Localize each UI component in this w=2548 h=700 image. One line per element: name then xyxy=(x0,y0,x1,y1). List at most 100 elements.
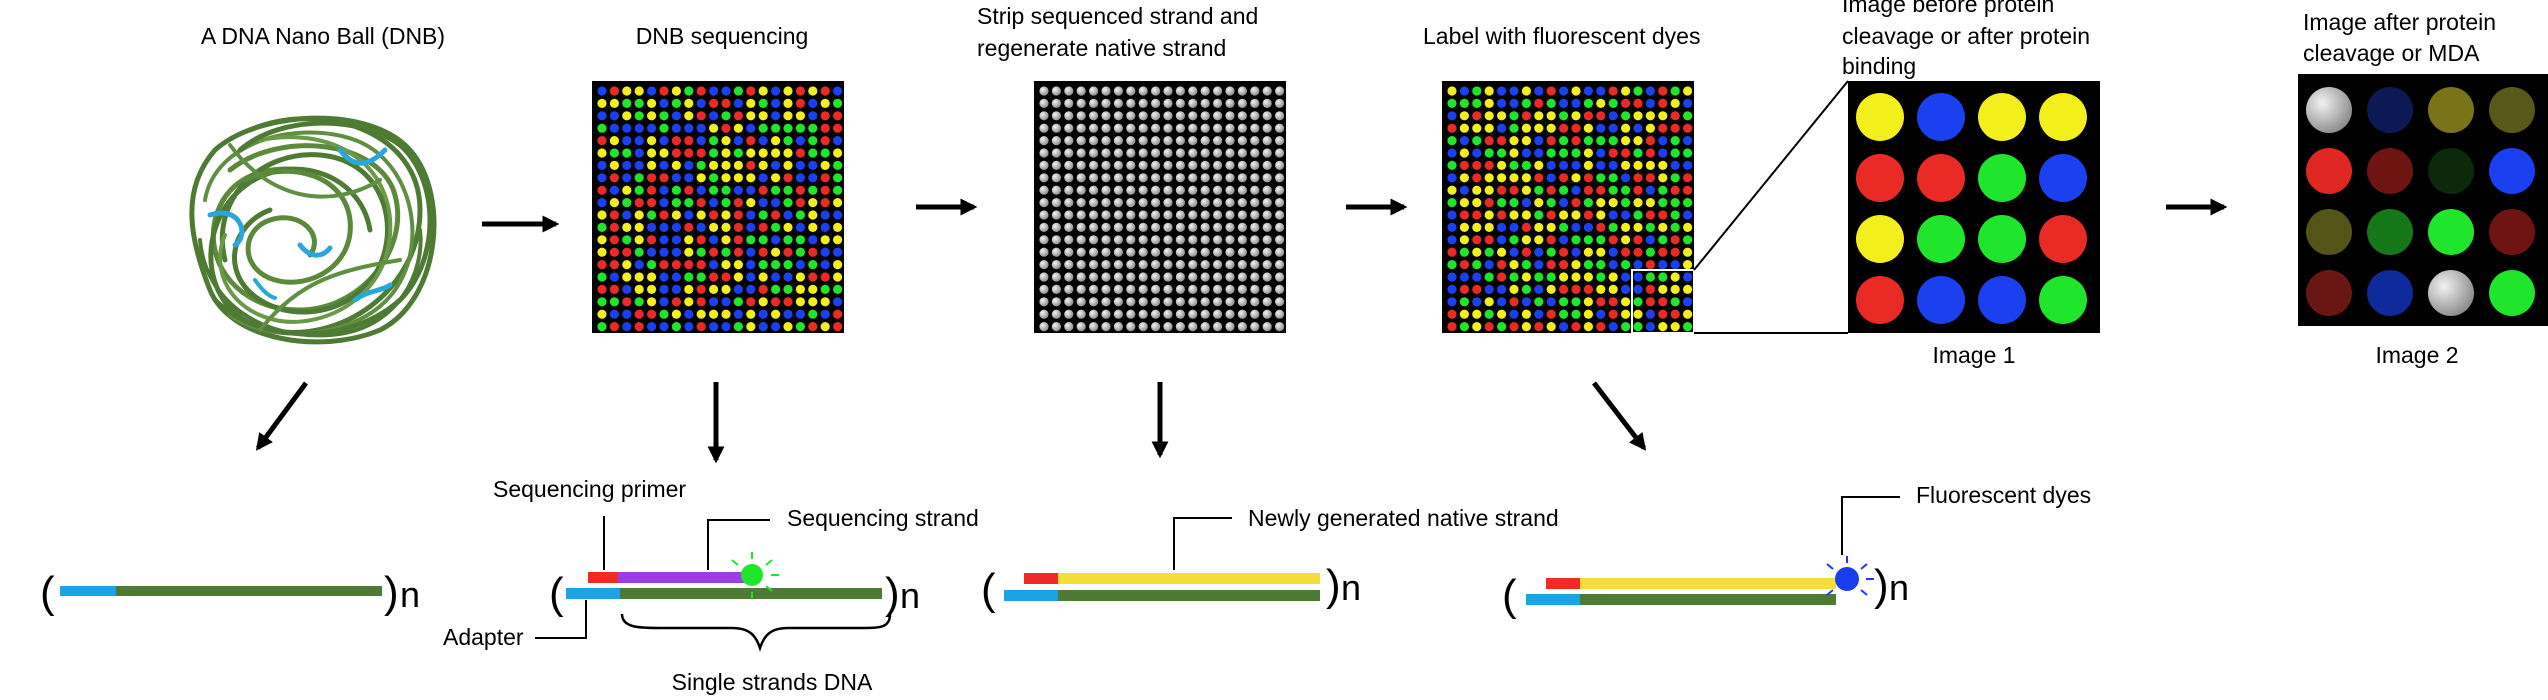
array-dot xyxy=(1262,272,1272,282)
array-dot xyxy=(1459,148,1469,158)
array-dot xyxy=(684,322,694,332)
array-dot xyxy=(1237,210,1247,220)
array-dot xyxy=(1076,260,1086,270)
array-dot xyxy=(609,136,620,146)
array-dot xyxy=(634,309,644,319)
array-dot xyxy=(659,272,669,282)
array-dot xyxy=(1064,309,1074,319)
array-dot xyxy=(1596,185,1606,195)
array-dot xyxy=(1262,173,1272,183)
array-dot xyxy=(1670,309,1680,319)
array-dot xyxy=(1459,247,1469,257)
array-dot xyxy=(721,173,731,183)
array-dot xyxy=(808,123,818,133)
array-dot xyxy=(1064,98,1074,108)
adapter-segment xyxy=(1004,590,1058,601)
array-dot xyxy=(1571,160,1581,170)
array-dot xyxy=(1188,322,1198,332)
array-dot xyxy=(1151,272,1161,282)
array-dot xyxy=(1101,297,1111,307)
array-dot xyxy=(1163,322,1173,332)
dnb-sequencing-array xyxy=(592,81,844,333)
primer-segment xyxy=(588,572,618,583)
array-dot xyxy=(733,260,744,270)
label-native-strand: Newly generated native strand xyxy=(1248,505,1559,531)
array-dot xyxy=(647,222,657,232)
array-dot xyxy=(746,160,756,170)
array-dot xyxy=(1608,160,1618,170)
array-dot xyxy=(684,309,694,319)
down-arrows xyxy=(255,381,1647,464)
array-dot xyxy=(1213,260,1223,270)
array-dot xyxy=(1076,173,1086,183)
array-dot xyxy=(746,309,756,319)
array-dot xyxy=(1472,123,1482,133)
array-dot xyxy=(746,235,756,245)
array-dot xyxy=(1138,260,1148,270)
array-dot xyxy=(1633,98,1643,108)
array-dot xyxy=(1113,222,1123,232)
green-dye-icon xyxy=(741,564,763,586)
array-dot xyxy=(1596,272,1606,282)
array-dot xyxy=(1497,148,1507,158)
image-dot xyxy=(2039,276,2087,324)
array-dot xyxy=(1051,247,1061,257)
array-dot xyxy=(1459,198,1469,208)
array-dot xyxy=(1447,260,1457,270)
array-dot xyxy=(1039,284,1049,294)
array-dot xyxy=(1039,111,1049,121)
array-dot xyxy=(1064,297,1074,307)
array-dot xyxy=(1546,136,1556,146)
array-dot xyxy=(1472,272,1482,282)
array-dot xyxy=(709,160,719,170)
array-dot xyxy=(1275,148,1285,158)
array-dot xyxy=(1250,222,1260,232)
array-dot xyxy=(1670,284,1680,294)
array-dot xyxy=(1225,198,1235,208)
array-dot xyxy=(1459,322,1469,332)
array-dot xyxy=(696,322,706,332)
array-dot xyxy=(1051,260,1061,270)
array-dot xyxy=(1188,148,1198,158)
array-dot xyxy=(1658,86,1668,96)
array-dot xyxy=(1175,309,1185,319)
array-dot xyxy=(671,148,682,158)
image-dot xyxy=(2306,209,2352,255)
array-dot xyxy=(1200,185,1210,195)
array-dot xyxy=(1683,284,1693,294)
array-dot xyxy=(1683,297,1693,307)
array-dot xyxy=(1534,322,1544,332)
array-dot xyxy=(833,185,843,195)
array-dot xyxy=(1113,198,1123,208)
array-dot xyxy=(1175,210,1185,220)
array-dot xyxy=(833,284,843,294)
array-dot xyxy=(1262,260,1272,270)
array-dot xyxy=(659,86,669,96)
array-dot xyxy=(1151,284,1161,294)
array-dot xyxy=(1076,136,1086,146)
array-dot xyxy=(1262,247,1272,257)
flow-arrows xyxy=(482,198,2228,233)
array-dot xyxy=(1683,272,1693,282)
array-dot xyxy=(758,260,768,270)
array-dot xyxy=(1546,185,1556,195)
array-dot xyxy=(1484,260,1494,270)
array-dot xyxy=(609,272,620,282)
array-dot xyxy=(1076,284,1086,294)
array-dot xyxy=(1633,210,1643,220)
array-dot xyxy=(1658,222,1668,232)
array-dot xyxy=(808,284,818,294)
array-dot xyxy=(1138,185,1148,195)
zoom-line-top xyxy=(1693,80,1849,271)
paren-left: ( xyxy=(40,568,55,617)
array-dot xyxy=(1262,185,1272,195)
array-dot xyxy=(684,185,694,195)
array-dot xyxy=(1459,136,1469,146)
array-dot xyxy=(1509,198,1519,208)
array-dot xyxy=(1051,185,1061,195)
array-dot xyxy=(1275,284,1285,294)
array-dot xyxy=(1089,123,1099,133)
array-dot xyxy=(1521,198,1531,208)
array-dot xyxy=(1275,136,1285,146)
array-dot xyxy=(709,284,719,294)
